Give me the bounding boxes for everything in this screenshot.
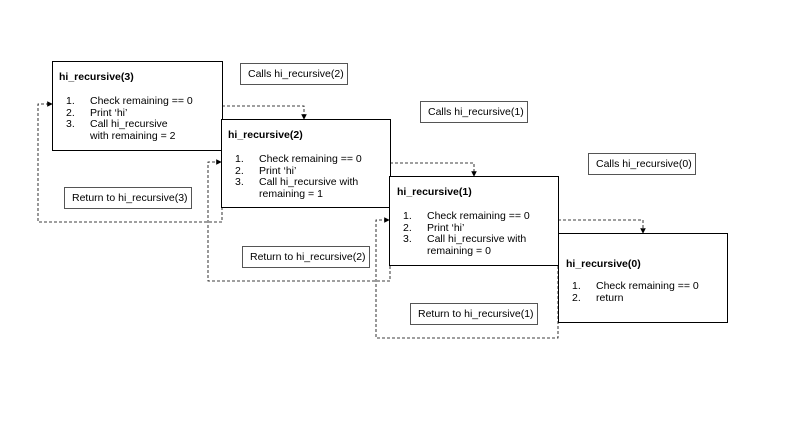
frame-steps: 1.Check remaining == 0 2.Print ‘hi’ 3.Ca… — [403, 210, 553, 257]
step-item: 1.Check remaining == 0 — [235, 153, 362, 165]
return-label: Return to hi_recursive(2) — [242, 246, 370, 268]
frame-title: hi_recursive(0) — [566, 258, 641, 270]
return-label: Return to hi_recursive(1) — [410, 303, 538, 325]
frame-steps: 1.Check remaining == 0 2.Print ‘hi’ 3.Ca… — [66, 95, 216, 142]
call-label: Calls hi_recursive(0) — [588, 153, 696, 175]
call-arrow-2-to-1 — [390, 162, 477, 177]
call-label: Calls hi_recursive(2) — [240, 63, 348, 85]
step-item: 2.Print ‘hi’ — [235, 164, 297, 177]
frame-box-hi-recursive-1: hi_recursive(1) 1.Check remaining == 0 2… — [389, 176, 559, 266]
step-item: 2.Print ‘hi’ — [66, 106, 128, 119]
frame-box-hi-recursive-2: hi_recursive(2) 1.Check remaining == 0 2… — [221, 119, 391, 208]
step-item: 1.Check remaining == 0 — [403, 210, 530, 222]
frame-title: hi_recursive(3) — [59, 71, 134, 83]
frame-box-hi-recursive-0: hi_recursive(0) 1.Check remaining == 0 2… — [558, 233, 728, 323]
step-item: 3.Call hi_recursive with remaining = 2 — [66, 118, 176, 142]
step-item: 3.Call hi_recursive with remaining = 0 — [403, 233, 527, 257]
step-item: 3.Call hi_recursive with remaining = 1 — [235, 176, 359, 200]
step-item: 1.Check remaining == 0 — [66, 95, 193, 107]
step-item: 1.Check remaining == 0 — [572, 280, 699, 292]
step-item: 2.return — [572, 291, 624, 304]
frame-steps: 1.Check remaining == 0 2.return — [572, 280, 722, 304]
call-label: Calls hi_recursive(1) — [420, 101, 528, 123]
step-item: 2.Print ‘hi’ — [403, 221, 465, 234]
frame-box-hi-recursive-3: hi_recursive(3) 1.Check remaining == 0 2… — [52, 61, 223, 151]
frame-steps: 1.Check remaining == 0 2.Print ‘hi’ 3.Ca… — [235, 153, 385, 200]
frame-title: hi_recursive(1) — [397, 186, 472, 198]
call-arrow-3-to-2 — [222, 105, 307, 120]
return-label: Return to hi_recursive(3) — [64, 187, 192, 209]
frame-title: hi_recursive(2) — [228, 129, 303, 141]
call-arrow-1-to-0 — [558, 219, 646, 234]
